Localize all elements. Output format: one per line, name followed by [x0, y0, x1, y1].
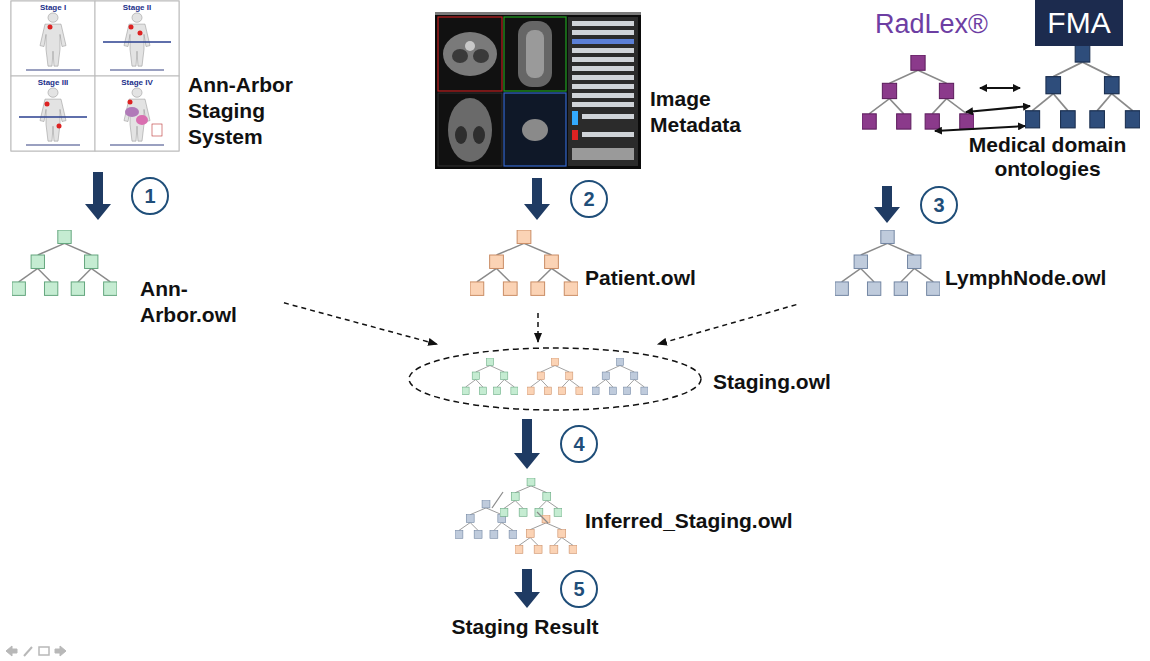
step-number: 5 [560, 570, 598, 608]
node-label: RadLex® [875, 8, 1005, 40]
node-label: LymphNode.owl [945, 265, 1130, 291]
patient-tree [527, 358, 583, 395]
merge-arrow [658, 305, 796, 345]
mapping-arrow [935, 126, 1025, 131]
process-arrow [514, 569, 540, 608]
merge-arrow [538, 313, 539, 342]
annarbor-tree [12, 230, 117, 295]
dashed-ellipse [405, 345, 705, 413]
step-number: 3 [920, 186, 958, 224]
node-label: Medical domain ontologies [955, 133, 1140, 181]
mapping-arrow [980, 87, 1020, 89]
node-label: Staging.owl [713, 369, 838, 395]
source-image: Image Metadata [430, 8, 765, 170]
step-number: 1 [131, 177, 169, 215]
fma-tree [1025, 45, 1140, 128]
process-arrow [514, 419, 540, 469]
merged-ontology: Staging.owl [405, 345, 840, 413]
viewer-screenshot [435, 12, 641, 169]
node-label: Patient.owl [585, 265, 715, 291]
node-label: Staging Result [430, 614, 620, 640]
merge-arrow [284, 303, 437, 344]
stage-caption: Stage I [11, 3, 95, 12]
process-arrow [524, 178, 550, 220]
process-arrow [85, 172, 111, 220]
node-label: FMA [1035, 0, 1123, 46]
result-box: Staging Result [430, 612, 622, 642]
ontology-file: Ann-Arbor.owl [10, 228, 255, 330]
staging-thumbnail [11, 1, 179, 151]
stage-caption: Stage II [95, 3, 179, 12]
merged-tree [500, 478, 562, 516]
nav-icons [6, 646, 66, 656]
ontology-source: RadLex® FMA Medical domain ontologies [855, 0, 1145, 183]
patient-tree [470, 230, 578, 295]
node-label: Ann-Arbor.owl [140, 276, 250, 328]
stage-caption: Stage IV [95, 78, 179, 87]
inferred-ontology: Inferred_Staging.owl [455, 473, 820, 563]
step-number: 4 [560, 425, 598, 463]
node-label: Inferred_Staging.owl [585, 508, 815, 534]
stage-caption: Stage III [11, 78, 95, 87]
mapping-arrow [966, 106, 1030, 112]
radlex-tree [862, 55, 974, 129]
lymphnode-tree [592, 358, 648, 395]
ontology-file: LymphNode.owl [830, 228, 1140, 310]
ontology-file: Patient.owl [470, 228, 720, 310]
step-number: 2 [570, 180, 608, 218]
source-image: Ann-Arbor Staging System [10, 0, 315, 160]
annarbor-tree [462, 358, 518, 395]
lymphnode-tree [835, 230, 940, 295]
process-arrow [874, 186, 900, 223]
node-label: Ann-Arbor Staging System [188, 72, 313, 150]
node-label: Image Metadata [650, 86, 762, 138]
